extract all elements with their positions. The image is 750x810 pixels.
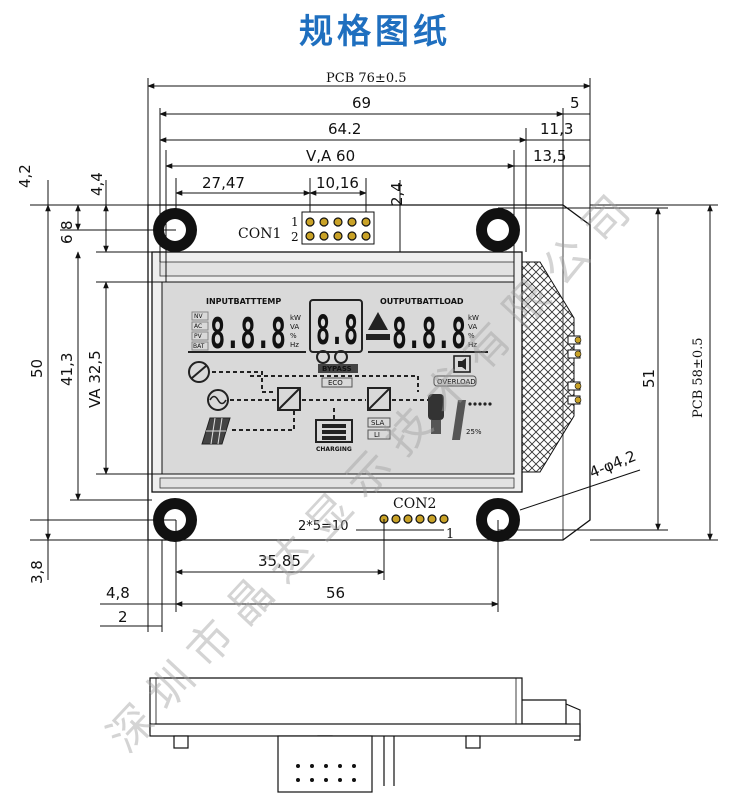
left-dimension-labels: 4,2 4,4 8 6 50 41,3 VA 32,5 3,8 [16, 164, 106, 584]
dim-41-3: 41,3 [58, 353, 76, 386]
tag-nv: NV [194, 313, 203, 320]
left-unit-pct: % [290, 332, 297, 340]
dim-holes: 4-φ4,2 [587, 447, 639, 482]
con1-pin1-label: 1 [291, 215, 299, 229]
con2-header: CON2 1 [379, 496, 454, 542]
page-title: 规格图纸 [299, 12, 451, 52]
bottom-dimensions [100, 519, 499, 632]
dim-35-85: 35,85 [258, 552, 301, 570]
charging-label: CHARGING [316, 446, 352, 453]
dim-3-8: 3,8 [28, 560, 46, 584]
dim-4-8: 4,8 [106, 584, 130, 602]
dim-10-16: 10,16 [316, 174, 359, 192]
right-unit-pct: % [468, 332, 475, 340]
dim-69: 69 [352, 94, 371, 112]
dim-pcb-width: PCB 76±0.5 [326, 71, 407, 86]
tag-bat: BAT [193, 343, 205, 350]
right-unit-hz: Hz [468, 341, 477, 349]
left-unit-hz: Hz [290, 341, 299, 349]
dim-56: 56 [326, 584, 345, 602]
right-dimension-labels: 51 PCB 58±0.5 4-φ4,2 [587, 338, 706, 482]
right-unit-va: VA [468, 323, 477, 331]
con2-label: CON2 [393, 496, 436, 512]
con1-pin2-label: 2 [291, 230, 299, 244]
tag-ac: AC [194, 323, 202, 330]
input-label: INPUTBATTTEMP [206, 297, 281, 306]
dim-pcb-height: PCB 58±0.5 [691, 338, 706, 419]
dim-va32-5: VA 32,5 [86, 350, 104, 408]
dim-13-5: 13,5 [533, 147, 566, 165]
left-unit-va: VA [290, 323, 299, 331]
left-unit-kw: kW [290, 314, 301, 322]
sla-label: SLA [371, 419, 385, 427]
dim-64-2: 64.2 [328, 120, 361, 138]
lcd-segments: INPUTBATTTEMP OUTPUTBATTLOAD NV AC PV BA… [188, 297, 492, 453]
eco-label: ECO [328, 379, 343, 387]
li-label: LI [374, 431, 380, 439]
right-unit-kw: kW [468, 314, 479, 322]
dim-6: 6 [58, 234, 76, 244]
side-view [149, 677, 581, 793]
bypass-label: BYPASS [322, 365, 352, 373]
dim-5: 5 [570, 94, 580, 112]
dim-51: 51 [640, 369, 658, 388]
dim-27-47: 27,47 [202, 174, 245, 192]
bottom-dimension-labels: 2*5=10 35,85 4,8 56 2 [106, 519, 348, 626]
dim-8: 8 [58, 220, 76, 230]
dim-11-3: 11,3 [540, 120, 573, 138]
right-dimensions [498, 204, 718, 541]
dim-4-2: 4,2 [16, 164, 34, 188]
mounting-holes [153, 208, 520, 542]
percent-label: 25% [466, 428, 482, 436]
dim-2-4: 2,4 [388, 182, 406, 206]
dim-4-4: 4,4 [88, 172, 106, 196]
con2-pin1-label: 1 [446, 527, 454, 542]
dim-va60: V,A 60 [306, 147, 355, 165]
dim-2: 2 [118, 608, 128, 626]
left-digits: 8.8.8 [210, 309, 286, 358]
flex-cable [519, 261, 582, 473]
dim-50: 50 [28, 359, 46, 378]
con1-label: CON1 [238, 226, 281, 242]
top-dimensions [147, 78, 591, 282]
mid-digits: 8.8 [316, 308, 358, 354]
left-dimensions [30, 180, 176, 580]
tag-pv: PV [194, 333, 203, 340]
right-digits: 8.8.8 [392, 309, 466, 358]
output-label: OUTPUTBATTLOAD [380, 297, 464, 306]
overload-label: OVERLOAD [437, 378, 476, 386]
top-dimension-labels: PCB 76±0.5 69 5 64.2 11,3 V,A 60 13,5 27… [202, 71, 580, 206]
dim-pitch: 2*5=10 [298, 519, 348, 534]
con1-header: CON1 1 2 [238, 211, 375, 245]
